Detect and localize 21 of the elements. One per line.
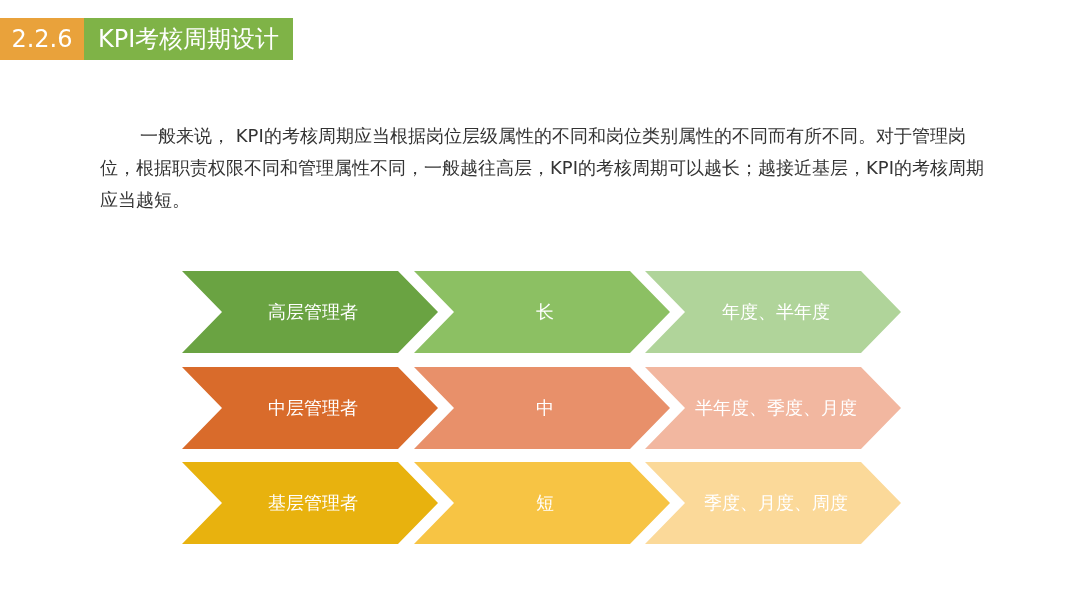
- chevron-label: 季度、月度、周度: [703, 491, 849, 515]
- chevron-label: 基层管理者: [267, 491, 359, 515]
- chevron-shape: [414, 462, 670, 544]
- chevron-label: 中层管理者: [267, 396, 359, 420]
- chevron-shape: [414, 367, 670, 449]
- chevron-shape: [645, 462, 901, 544]
- chevron-label: 高层管理者: [267, 300, 359, 324]
- chevron-shape: [182, 462, 438, 544]
- section-number: 2.2.6: [0, 18, 84, 60]
- body-paragraph: 一般来说， KPI的考核周期应当根据岗位层级属性的不同和岗位类别属性的不同而有所不同。对于管理岗位，根据职责权限不同和管理属性不同，一般越往高层，KPI的考核周期可以越长；越接近基层，KPI的考核周期应当越短。: [100, 124, 985, 212]
- chevron-shape: [182, 271, 438, 353]
- chevron-label: 年度、半年度: [721, 300, 831, 324]
- slide-title: KPI考核周期设计: [84, 18, 294, 60]
- chevron-shape: [645, 271, 901, 353]
- chevron-label: 中: [535, 396, 555, 420]
- chevron-shape: [182, 367, 438, 449]
- chevron-label: 短: [535, 491, 555, 515]
- chevron-shape: [645, 367, 901, 449]
- chevron-label: 长: [535, 300, 555, 324]
- chevron-shape: [414, 271, 670, 353]
- chevron-label: 半年度、季度、月度: [695, 396, 857, 420]
